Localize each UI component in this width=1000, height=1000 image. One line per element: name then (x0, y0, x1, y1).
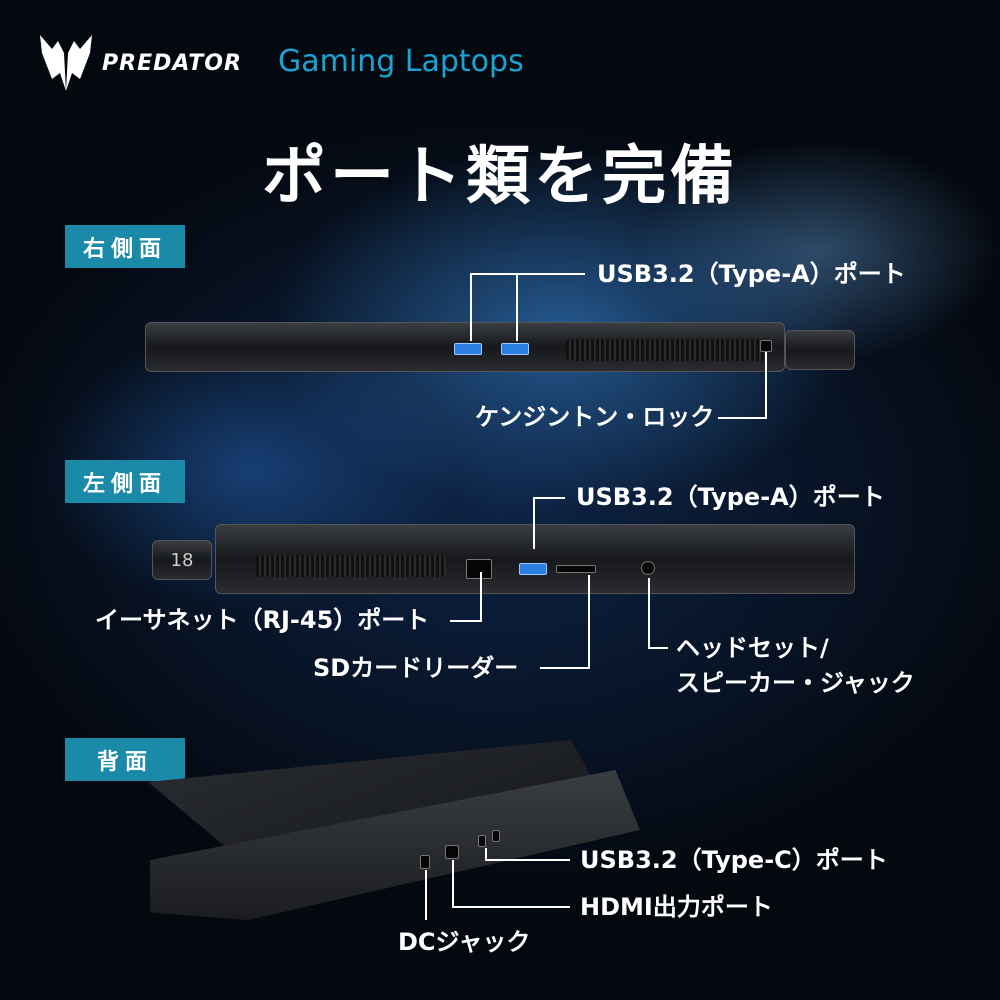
sd-card-slot (556, 565, 596, 573)
usb-a-port (519, 563, 547, 575)
label-audio-1: ヘッドセット/ (676, 634, 829, 662)
label-ethernet: イーサネット（RJ-45）ポート (95, 606, 430, 634)
vent (566, 339, 766, 361)
badge-back: 背面 (65, 738, 185, 781)
label-hdmi: HDMI出力ポート (580, 893, 773, 921)
brand-name: PREDATOR (102, 50, 242, 76)
tagline: Gaming Laptops (278, 44, 524, 79)
label-usb-a-left: USB3.2（Type-A）ポート (576, 483, 885, 511)
vent (256, 555, 446, 577)
label-dc-jack: DCジャック (398, 928, 531, 956)
laptop-right-side-image (145, 322, 785, 372)
audio-jack (641, 561, 655, 575)
badge-right-side: 右側面 (65, 225, 185, 268)
hinge (785, 330, 855, 370)
dc-jack (420, 855, 430, 869)
ethernet-port (466, 559, 492, 579)
badge-left-side: 左側面 (65, 460, 185, 503)
usb-c-port (478, 835, 486, 847)
label-kensington: ケンジントン・ロック (475, 403, 715, 431)
usb-c-port (492, 830, 500, 842)
predator-emblem-icon (40, 35, 92, 91)
label-usb-a-right: USB3.2（Type-A）ポート (597, 260, 906, 288)
label-sd-reader: SDカードリーダー (313, 654, 519, 682)
usb-a-port (454, 343, 482, 355)
page-title: ポート類を完備 (262, 140, 738, 214)
laptop-left-side-image (215, 524, 855, 594)
predator-logo: PREDATOR (38, 33, 242, 93)
label-usb-c: USB3.2（Type-C）ポート (580, 846, 888, 874)
model-mark: 18 (152, 540, 212, 580)
label-audio-2: スピーカー・ジャック (676, 669, 915, 697)
kensington-slot (760, 340, 772, 352)
hdmi-port (445, 845, 459, 859)
usb-a-port (501, 343, 529, 355)
